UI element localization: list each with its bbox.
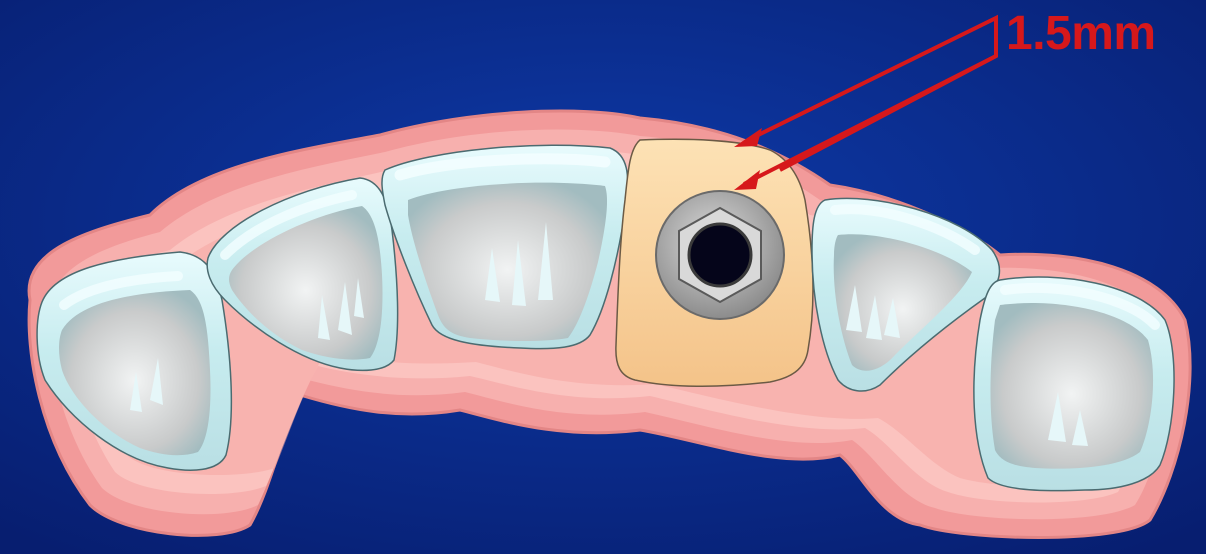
implant-crown [616, 139, 813, 386]
tooth-6 [974, 277, 1174, 491]
measurement-label: 1.5mm [1006, 6, 1156, 62]
screw-channel [689, 224, 751, 286]
